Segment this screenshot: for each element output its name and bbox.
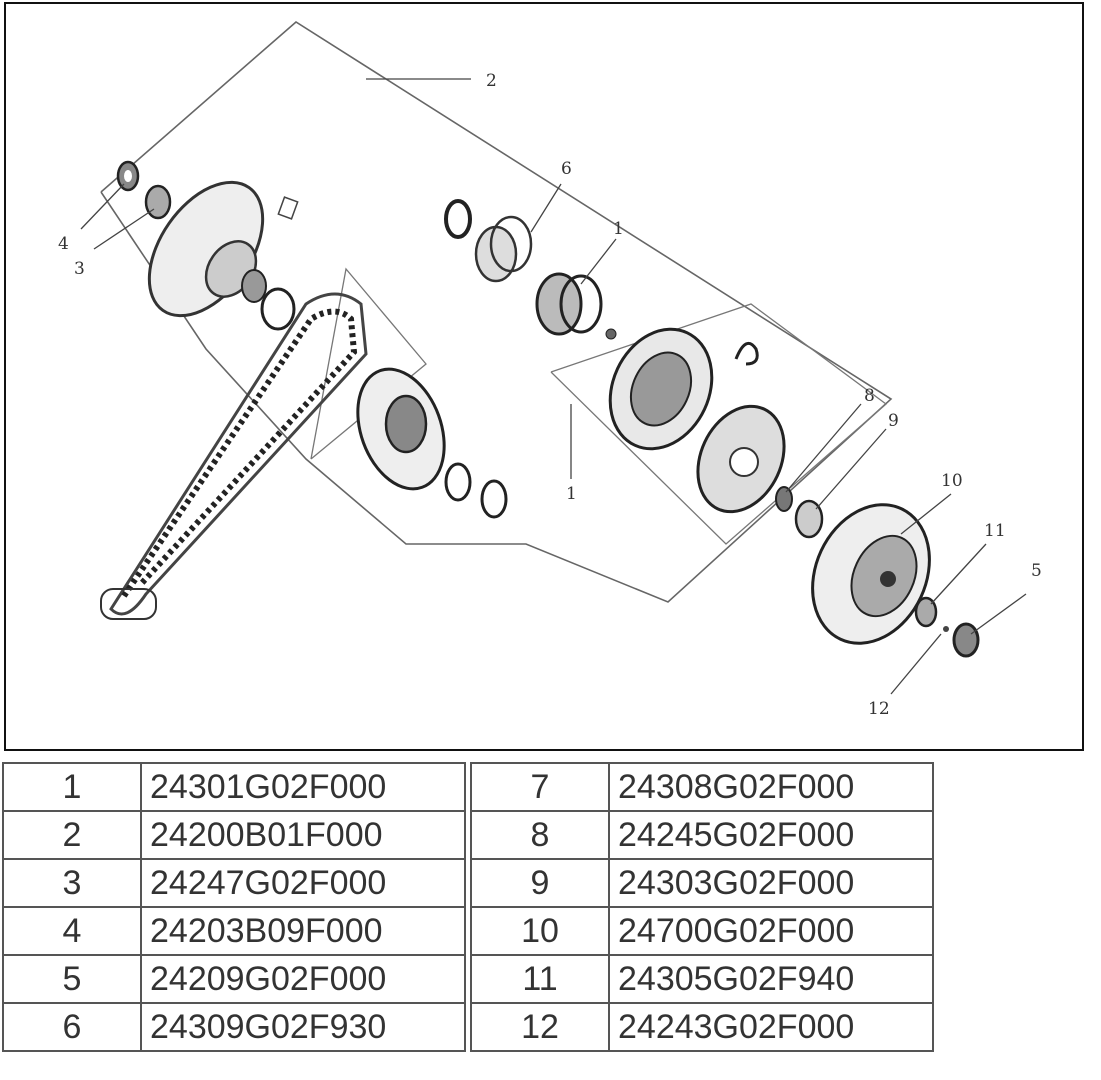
callout-6: 6 [561,159,572,179]
part-number: 5 [2,954,142,1004]
part-number: 11 [470,954,610,1004]
part-code: 24309G02F930 [140,1002,466,1052]
diagram-drawing: 2 4 3 6 1 1 8 9 10 11 5 12 [58,21,1042,719]
part-code: 24700G02F000 [608,906,934,956]
part-number: 6 [2,1002,142,1052]
assembly-outline [100,21,893,603]
callout-1-lower: 1 [566,484,577,504]
clutch-plate [696,404,786,514]
part-number: 7 [470,762,610,812]
part-number: 12 [470,1002,610,1052]
bushing-part-3 [144,184,172,220]
spacer-part-12 [943,626,949,632]
part-number: 9 [470,858,610,908]
part-code: 24243G02F000 [608,1002,934,1052]
collar-part-6 [474,215,533,283]
exploded-diagram: 2 4 3 6 1 1 8 9 10 11 5 12 [4,2,1084,751]
callout-11: 11 [984,521,1006,541]
callout-4: 4 [58,234,69,254]
part-code: 24247G02F000 [140,858,466,908]
clutch-group-outline [550,303,888,545]
leader-lines [80,78,1027,695]
small-pin [605,328,617,340]
callout-8: 8 [864,386,875,406]
part-number: 1 [2,762,142,812]
callout-1: 1 [613,219,624,239]
washer-part-11 [914,596,938,628]
nut-part-4 [116,160,140,192]
part-number: 10 [470,906,610,956]
part-number: 3 [2,858,142,908]
collar-part-9 [794,499,824,539]
callout-3: 3 [74,259,85,279]
part-code: 24305G02F940 [608,954,934,1004]
part-code: 24303G02F000 [608,858,934,908]
part-code: 24209G02F000 [140,954,466,1004]
part-number: 4 [2,906,142,956]
callout-10: 10 [941,471,963,491]
part-code: 24200B01F000 [140,810,466,860]
callout-9: 9 [888,411,899,431]
washer-part-8 [775,486,793,512]
part-code: 24301G02F000 [140,762,466,812]
part-code: 24308G02F000 [608,762,934,812]
callout-2: 2 [486,71,497,91]
o-ring-lower-a [444,462,472,502]
drive-belt [100,292,368,620]
part-code: 24245G02F000 [608,810,934,860]
callout-5: 5 [1031,561,1042,581]
nut-part-5 [952,622,980,658]
part-code: 24203B09F000 [140,906,466,956]
part-number: 8 [470,810,610,860]
bearing-part-7 [535,272,603,336]
driven-pulley [356,367,446,491]
part-number: 2 [2,810,142,860]
callout-12: 12 [868,699,890,719]
clutch-spring [734,341,759,366]
o-ring-lower-b [480,479,508,519]
o-ring-upper [444,199,472,239]
clutch-bell-part-10 [811,503,931,645]
drive-face [147,180,299,331]
clutch-shoe-assembly [608,327,714,451]
